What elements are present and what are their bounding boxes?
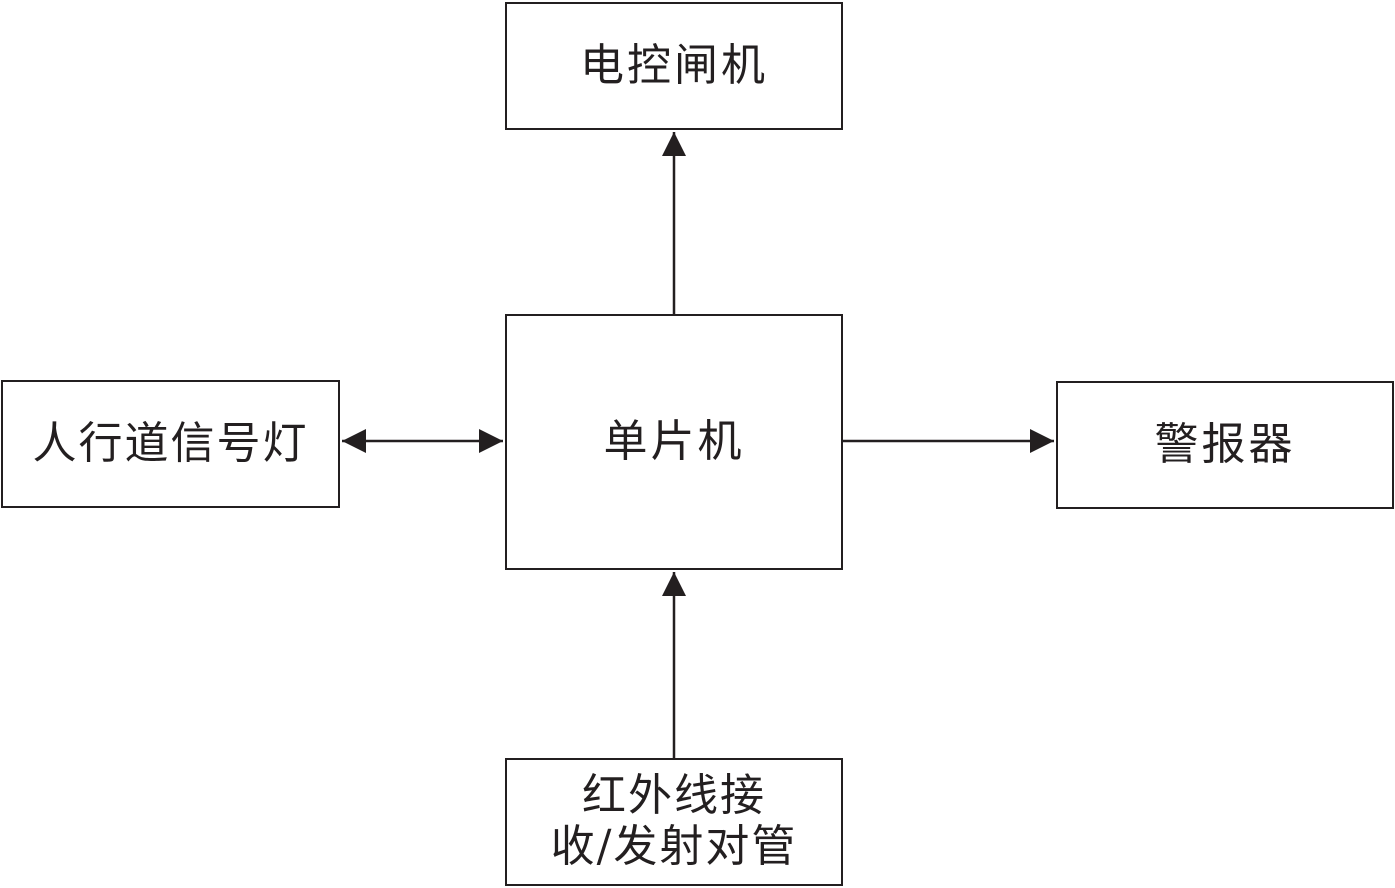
node-electric-gate-label: 电控闸机 bbox=[580, 41, 768, 92]
node-infrared-pair-label-line-1: 红外线接 bbox=[582, 771, 766, 822]
arrowhead-mcu-left bbox=[479, 429, 503, 453]
node-microcontroller-label: 单片机 bbox=[604, 417, 745, 468]
arrowhead-gate bbox=[662, 132, 686, 156]
node-alarm: 警报器 bbox=[1056, 381, 1394, 509]
arrowhead-signal bbox=[342, 429, 366, 453]
node-infrared-pair: 红外线接 收/发射对管 bbox=[505, 758, 843, 886]
arrowhead-alarm bbox=[1030, 429, 1054, 453]
node-alarm-label: 警报器 bbox=[1155, 420, 1296, 471]
node-infrared-pair-label-line-2: 收/发射对管 bbox=[551, 822, 798, 873]
node-pedestrian-signal: 人行道信号灯 bbox=[1, 380, 340, 508]
node-pedestrian-signal-label: 人行道信号灯 bbox=[33, 419, 309, 470]
node-microcontroller: 单片机 bbox=[505, 314, 843, 570]
arrowhead-mcu-bottom bbox=[662, 572, 686, 596]
node-electric-gate: 电控闸机 bbox=[505, 2, 843, 130]
